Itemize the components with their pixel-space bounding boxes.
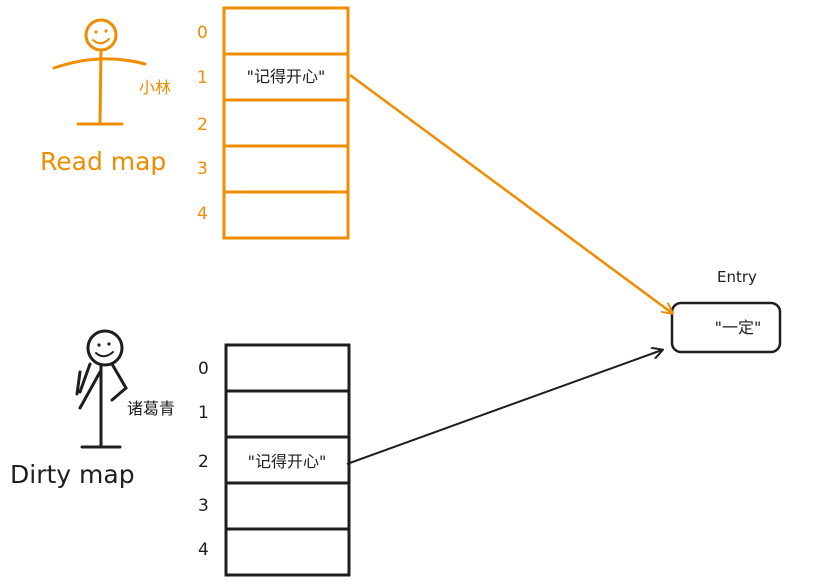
dirty-map-indices: 0 1 2 3 4	[198, 359, 209, 560]
index-label: 3	[197, 159, 208, 179]
entry-title: Entry	[717, 268, 757, 286]
read-map-indices: 0 1 2 3 4	[197, 23, 208, 224]
array-cell	[224, 343, 351, 393]
dirty-map-array: "记得开心"	[224, 343, 351, 577]
index-label: 4	[197, 204, 208, 224]
index-label: 3	[198, 496, 209, 516]
read-map-title: Read map	[40, 147, 166, 176]
index-label: 0	[197, 23, 208, 43]
array-cell	[224, 481, 351, 531]
dirty-pointer-arrow	[346, 350, 662, 465]
index-label: 2	[198, 452, 209, 472]
cell-value: "记得开心"	[248, 452, 327, 471]
dirty-person-arms	[75, 362, 128, 410]
index-label: 4	[198, 540, 209, 560]
dirty-person-label: 诸葛青	[127, 399, 175, 418]
index-label: 0	[198, 359, 209, 379]
array-cell: "记得开心"	[222, 52, 350, 102]
read-person-figure	[52, 18, 147, 126]
read-person-body	[98, 48, 103, 126]
read-person-head	[84, 18, 118, 52]
index-label: 2	[197, 115, 208, 135]
array-cell	[222, 144, 350, 194]
read-pointer-arrow	[349, 73, 672, 313]
entry-box: "一定"	[670, 301, 782, 354]
array-cell	[224, 389, 351, 439]
read-map-array: "记得开心"	[222, 6, 350, 240]
read-person-label: 小林	[139, 78, 171, 97]
array-cell	[224, 527, 351, 577]
dirty-person-head	[86, 329, 124, 367]
entry-value: "一定"	[715, 318, 762, 337]
index-label: 1	[198, 403, 209, 423]
dirty-person-figure	[75, 329, 128, 449]
array-cell	[222, 190, 350, 240]
dirty-map-title: Dirty map	[10, 460, 135, 489]
read-person-arms	[52, 57, 147, 70]
cell-value: "记得开心"	[247, 67, 326, 86]
array-cell	[222, 6, 350, 56]
array-cell: "记得开心"	[224, 435, 351, 485]
array-cell	[222, 98, 350, 148]
index-label: 1	[197, 68, 208, 88]
